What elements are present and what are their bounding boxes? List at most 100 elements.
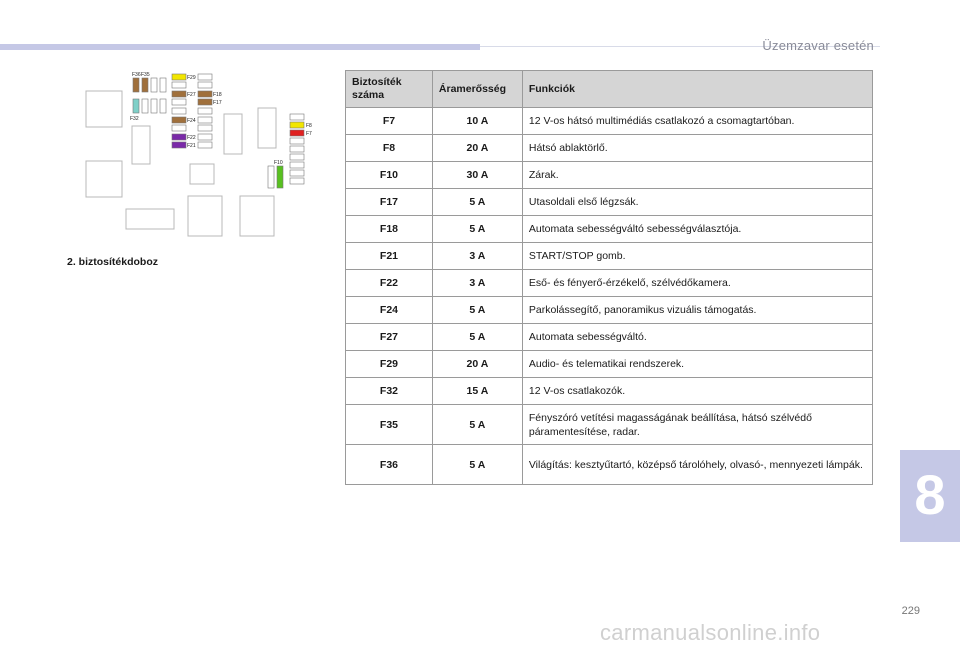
relay-block: [85, 90, 123, 128]
watermark-link[interactable]: carmanualsonline.info: [600, 620, 821, 645]
fuse-box-svg: F36 F35 F32 F29 F27 F24 F22 F21 F18 F17 …: [85, 72, 312, 237]
fuse-slot-f36: [132, 77, 140, 93]
cell-fuse: F27: [345, 323, 433, 351]
cell-fuse: F21: [345, 242, 433, 270]
chapter-tab: 8: [900, 450, 960, 542]
cell-amperage: 20 A: [431, 134, 523, 162]
relay-block: [257, 107, 277, 149]
label-f32: F32: [130, 116, 139, 122]
cell-fuse: F36: [345, 444, 433, 485]
page-number: 229: [901, 605, 920, 617]
cell-function: Audio- és telematikai rendszerek.: [521, 350, 874, 378]
fuse-slot-f32: [132, 98, 140, 114]
header-functions: Funkciók: [521, 70, 874, 108]
label-f8: F8: [306, 123, 312, 129]
label-f21: F21: [187, 143, 196, 149]
cell-amperage: 10 A: [431, 107, 523, 135]
cell-function: 12 V-os csatlakozók.: [521, 377, 874, 405]
cell-amperage: 5 A: [431, 323, 523, 351]
cell-function: 12 V-os hátsó multimédiás csatlakozó a c…: [521, 107, 874, 135]
header-accent-bar: [0, 44, 480, 50]
label-f35: F35: [141, 72, 150, 78]
fuse-slot-f8: [289, 121, 305, 129]
cell-amperage: 5 A: [431, 444, 523, 485]
fuse-slot-f29: [171, 73, 187, 81]
label-f22: F22: [187, 135, 196, 141]
fuse-slot-f17: [197, 98, 213, 106]
fuse-slot-f22: [171, 133, 187, 141]
cell-function: Parkolássegítő, panoramikus vizuális tám…: [521, 296, 874, 324]
header-fuse: Biztosíték száma: [345, 70, 433, 108]
fuse-slot-f10: [276, 165, 284, 189]
cell-fuse: F22: [345, 269, 433, 297]
cell-fuse: F10: [345, 161, 433, 189]
cell-function: START/STOP gomb.: [521, 242, 874, 270]
relay-block: [187, 195, 223, 237]
fuse-slot-f24: [171, 116, 187, 124]
cell-function: Automata sebességváltó.: [521, 323, 874, 351]
cell-function: Zárak.: [521, 161, 874, 189]
label-f27: F27: [187, 92, 196, 98]
fuse-slot-f21: [171, 141, 187, 149]
header-rule: [480, 46, 880, 47]
cell-amperage: 5 A: [431, 296, 523, 324]
cell-amperage: 3 A: [431, 269, 523, 297]
relay-block: [189, 163, 215, 185]
relay-block: [125, 208, 175, 230]
cell-fuse: F24: [345, 296, 433, 324]
cell-amperage: 5 A: [431, 404, 523, 445]
label-f17: F17: [213, 100, 222, 106]
diagram-caption: 2. biztosítékdoboz: [67, 256, 159, 268]
table-header-row: Biztosíték száma Áramerősség Funkciók: [345, 70, 874, 108]
cell-amperage: 15 A: [431, 377, 523, 405]
cell-fuse: F18: [345, 215, 433, 243]
label-f24: F24: [187, 118, 196, 124]
relay-block: [85, 160, 123, 198]
label-f10: F10: [274, 160, 283, 166]
cell-fuse: F29: [345, 350, 433, 378]
cell-fuse: F35: [345, 404, 433, 445]
cell-amperage: 3 A: [431, 242, 523, 270]
relay-block: [131, 125, 151, 165]
cell-function: Utasoldali első légzsák.: [521, 188, 874, 216]
cell-fuse: F32: [345, 377, 433, 405]
label-f18: F18: [213, 92, 222, 98]
cell-function: Automata sebességváltó sebességválasztój…: [521, 215, 874, 243]
fuse-slot-f35: [141, 77, 149, 93]
label-f29: F29: [187, 75, 196, 81]
cell-amperage: 20 A: [431, 350, 523, 378]
cell-function: Hátsó ablaktörlő.: [521, 134, 874, 162]
fuse-slot-f27: [171, 90, 187, 98]
fuse-slot-f18: [197, 90, 213, 98]
cell-fuse: F7: [345, 107, 433, 135]
label-f7: F7: [306, 131, 312, 137]
fuse-slot-f7: [289, 129, 305, 137]
cell-amperage: 30 A: [431, 161, 523, 189]
chapter-number: 8: [914, 463, 946, 526]
cell-fuse: F8: [345, 134, 433, 162]
relay-block: [223, 113, 243, 155]
cell-amperage: 5 A: [431, 215, 523, 243]
cell-function: Eső- és fényerő-érzékelő, szélvédőkamera…: [521, 269, 874, 297]
cell-function: Világítás: kesztyűtartó, középső tárolóh…: [521, 444, 874, 485]
fuse-box-diagram: F36 F35 F32 F29 F27 F24 F22 F21 F18 F17 …: [80, 66, 330, 244]
relay-block: [239, 195, 275, 237]
label-f36: F36: [132, 72, 141, 78]
section-title: Üzemzavar esetén: [762, 38, 874, 53]
cell-amperage: 5 A: [431, 188, 523, 216]
header-amperage: Áramerősség: [431, 70, 523, 108]
fuse-table: Biztosíték száma Áramerősség Funkciók F7…: [345, 70, 874, 485]
